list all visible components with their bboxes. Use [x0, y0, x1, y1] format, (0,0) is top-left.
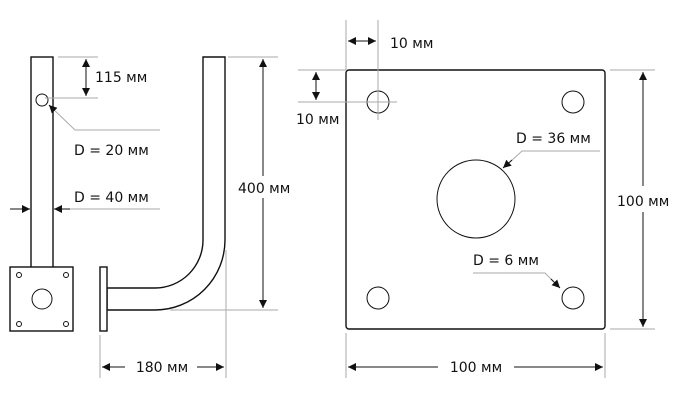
bracket-flange: [99, 266, 108, 332]
dimension-label: D = 20 мм: [74, 143, 149, 159]
dimension-100-vertical: 100 мм: [610, 69, 680, 330]
dimension-label: 10 мм: [390, 36, 433, 52]
dimension-10-vertical: 10 мм: [296, 69, 397, 128]
pole-hole: [35, 93, 49, 107]
pole-base-plate: [9, 266, 74, 332]
bent-bracket: [99, 56, 226, 332]
dimension-label: 10 мм: [296, 112, 339, 128]
dimension-label: 180 мм: [136, 360, 188, 376]
plate-corner-hole: [366, 286, 390, 310]
dimension-180: 180 мм: [99, 250, 227, 378]
plate-front-view: [345, 69, 606, 330]
dimension-label: 100 мм: [617, 194, 669, 210]
dimension-label: D = 6 мм: [473, 253, 539, 269]
pole-side-view: [9, 56, 74, 332]
dimension-label: D = 36 мм: [516, 131, 591, 147]
leader-d36: D = 36 мм: [502, 131, 600, 169]
plate-corner-hole: [561, 90, 585, 114]
base-corner-hole: [63, 272, 69, 278]
dimension-label: 115 мм: [95, 70, 147, 86]
base-corner-hole: [63, 321, 69, 327]
dimension-label: 100 мм: [450, 360, 502, 376]
leader-d20: D = 20 мм: [48, 104, 160, 159]
base-center-hole: [31, 288, 53, 310]
dimension-115: 115 мм: [45, 56, 147, 99]
dimension-100-horizontal: 100 мм: [345, 333, 606, 378]
dimension-d40: D = 40 мм: [10, 190, 160, 213]
leader-d6: D = 6 мм: [473, 253, 561, 289]
pole: [30, 56, 54, 269]
plate-center-hole: [436, 159, 516, 239]
dimension-400: 400 мм: [170, 56, 300, 311]
plate-corner-hole: [561, 286, 585, 310]
dimension-label: D = 40 мм: [74, 190, 149, 206]
bent-pipe: [106, 56, 226, 311]
base-corner-hole: [16, 321, 22, 327]
dimension-10-horizontal: 10 мм: [345, 20, 433, 120]
base-corner-hole: [16, 272, 22, 278]
dimension-label: 400 мм: [238, 181, 290, 197]
